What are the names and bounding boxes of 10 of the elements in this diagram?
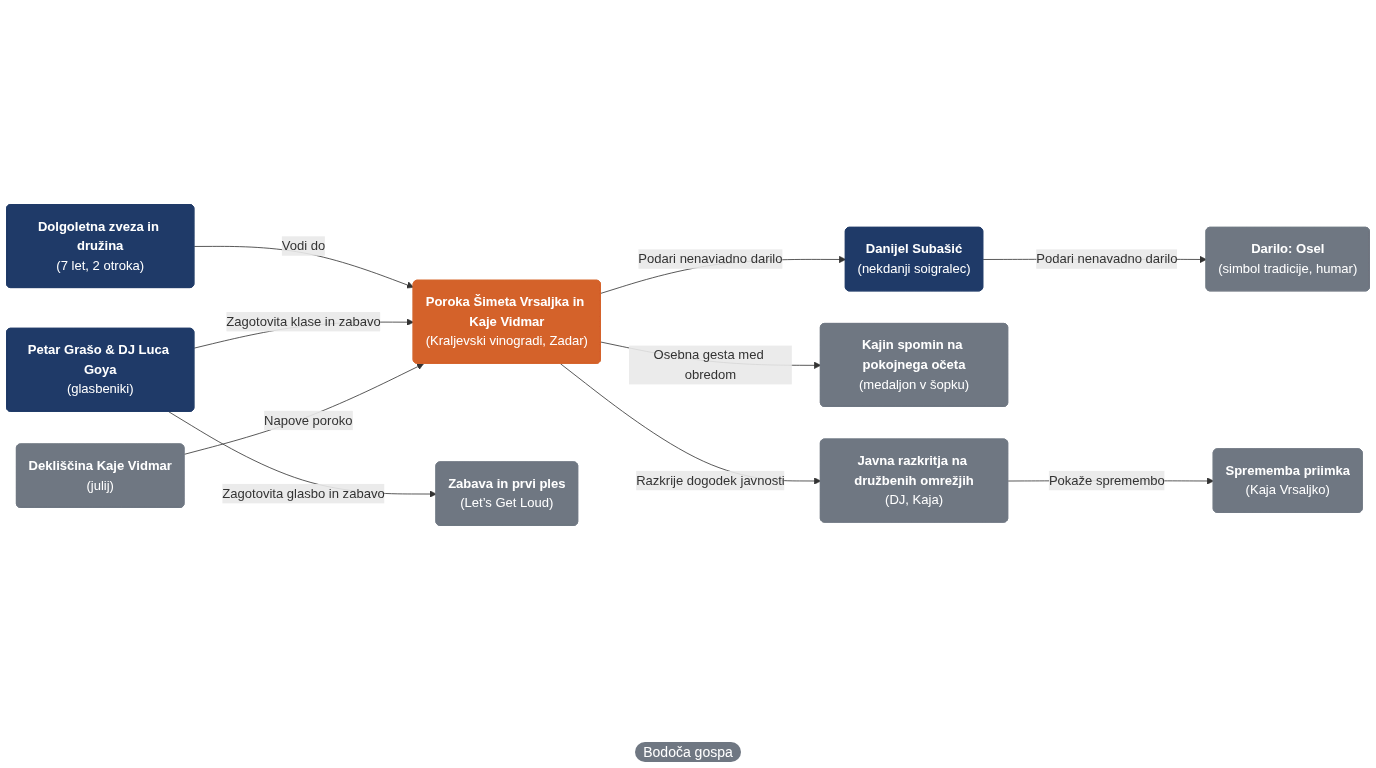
edge-label: Pokaže spremembo [1048, 473, 1165, 488]
edge-label: Razkrije dogodek javnosti [636, 473, 785, 488]
edge-label: Podari nenaviadno darilo [638, 251, 783, 266]
edge-label: Zagotovita klase in zabavo [226, 314, 381, 329]
edge-label: Zagotovita glasbo in zabavo [222, 486, 385, 501]
edge-label: Napove poroko [264, 413, 353, 427]
edge-label: Vodi do [281, 238, 326, 253]
edge-label: Osebna gesta med obredom [653, 347, 764, 382]
icon-caption: Bodoča gospa [635, 742, 741, 762]
edge-label: Podari nenavadno darilo [1036, 251, 1178, 266]
